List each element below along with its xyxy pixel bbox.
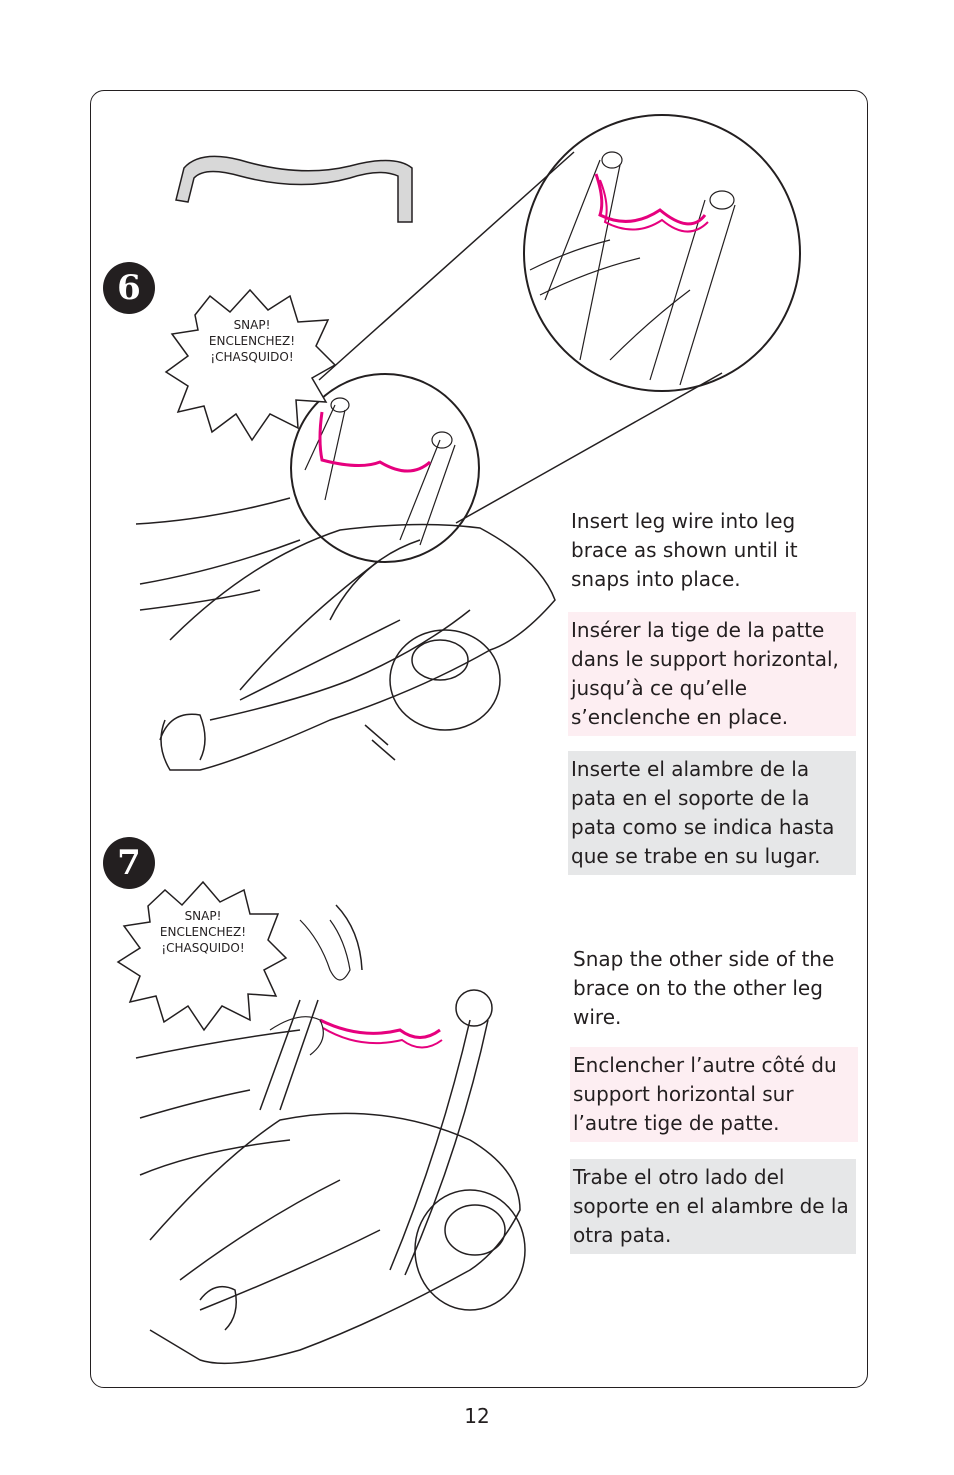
snap-word: ENCLENCHEZ! xyxy=(159,925,247,939)
snap-word: ENCLENCHEZ! xyxy=(208,334,296,348)
step6-burst xyxy=(164,288,337,442)
step7-hand xyxy=(269,919,351,1056)
step6-instruction-es: Inserte el alambre de la pata en el sopo… xyxy=(568,751,856,875)
leg-brace-part xyxy=(175,155,413,223)
page-number: 12 xyxy=(464,1404,490,1428)
snap-word: ¡CHASQUIDO! xyxy=(161,941,245,955)
snap-word: ¡CHASQUIDO! xyxy=(210,350,294,364)
step6-swing-seat xyxy=(135,497,556,771)
step7-instruction-es: Trabe el otro lado del soporte en el ala… xyxy=(570,1159,856,1254)
step7-swing-seat xyxy=(135,904,526,1365)
step7-burst xyxy=(116,880,288,1032)
step6-zoom-small-circle xyxy=(290,373,480,563)
step7-snap-label: SNAP! ENCLENCHEZ! ¡CHASQUIDO! xyxy=(133,908,273,956)
step6-zoom-large-circle xyxy=(318,114,801,524)
snap-word: SNAP! xyxy=(184,909,222,923)
step7-instruction-fr: Enclencher l’autre côté du support horiz… xyxy=(570,1047,858,1142)
page-frame xyxy=(90,90,868,1388)
step6-snap-label: SNAP! ENCLENCHEZ! ¡CHASQUIDO! xyxy=(182,317,322,365)
step7-instruction-en: Snap the other side of the brace on to t… xyxy=(573,947,835,1029)
step6-instruction-en: Insert leg wire into leg brace as shown … xyxy=(571,509,798,591)
step-7-badge: 7 xyxy=(103,837,155,889)
snap-word: SNAP! xyxy=(233,318,271,332)
step-6-badge: 6 xyxy=(103,262,155,314)
step6-instruction-fr: Insérer la tige de la patte dans le supp… xyxy=(568,612,856,736)
